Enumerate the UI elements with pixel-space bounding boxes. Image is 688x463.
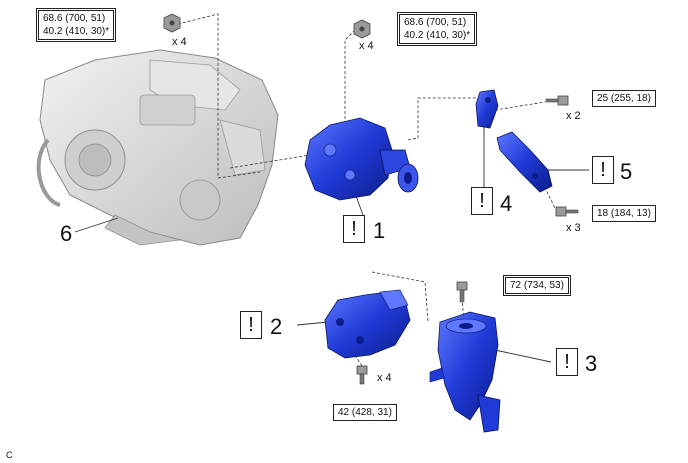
warning-box-part-3: ! — [556, 348, 578, 376]
leader-lines — [177, 13, 556, 367]
nut-top-left — [163, 13, 181, 33]
part-number-1: 1 — [373, 218, 386, 243]
torque-spec-line: 42 (428, 31) — [338, 407, 392, 418]
part-number-2: 2 — [270, 314, 283, 339]
transaxle-assembly — [36, 49, 279, 246]
quantity-label: x 4 — [359, 40, 374, 52]
part-number-3: 3 — [585, 351, 598, 376]
quantity-label: x 2 — [566, 110, 581, 122]
torque-spec-line: 40.2 (410, 30)* — [404, 30, 471, 41]
bolt-lower-right — [555, 206, 579, 217]
torque-spec-line: 68.6 (700, 51) — [43, 13, 106, 24]
warning-box-part-2: ! — [240, 311, 262, 339]
bolt-mount-top — [456, 281, 468, 303]
bolt-bracket-bottom — [356, 365, 368, 385]
torque-spec-upper-right: 25 (255, 18) — [592, 90, 656, 107]
part-number-5: 5 — [620, 159, 633, 184]
torque-spec-mount-top: 72 (734, 53) — [503, 275, 571, 296]
part-2-mount-bracket — [324, 289, 411, 359]
torque-spec-line: 25 (255, 18) — [597, 93, 651, 104]
torque-spec-line: 68.6 (700, 51) — [404, 17, 467, 28]
warning-box-part-4: ! — [471, 187, 493, 215]
torque-spec-line: 72 (734, 53) — [510, 280, 564, 291]
quantity-label: x 3 — [566, 222, 581, 234]
fasteners — [163, 13, 579, 385]
bolt-upper-right — [545, 95, 569, 106]
torque-spec-line: 18 (184, 13) — [597, 208, 651, 219]
part-number-6: 6 — [60, 221, 73, 246]
part-1-transfer-assembly — [304, 117, 419, 201]
torque-spec-top-mid: 68.6 (700, 51) 40.2 (410, 30)* — [397, 12, 478, 46]
torque-spec-bracket-bottom: 42 (428, 31) — [333, 404, 397, 421]
warning-box-part-1: ! — [343, 215, 365, 243]
figure-code: C — [6, 450, 13, 460]
warning-box-part-5: ! — [592, 156, 614, 184]
part-4-bracket — [475, 89, 499, 129]
quantity-label: x 4 — [377, 372, 392, 384]
part-3-mount-insulator — [429, 311, 501, 433]
nut-top-mid — [353, 19, 371, 39]
part-5-bracket — [496, 131, 553, 193]
part-number-4: 4 — [500, 191, 513, 216]
torque-spec-top-left: 68.6 (700, 51) 40.2 (410, 30)* — [36, 8, 117, 42]
quantity-label: x 4 — [172, 36, 187, 48]
torque-spec-lower-right: 18 (184, 13) — [592, 205, 656, 222]
torque-spec-line: 40.2 (410, 30)* — [43, 26, 110, 37]
